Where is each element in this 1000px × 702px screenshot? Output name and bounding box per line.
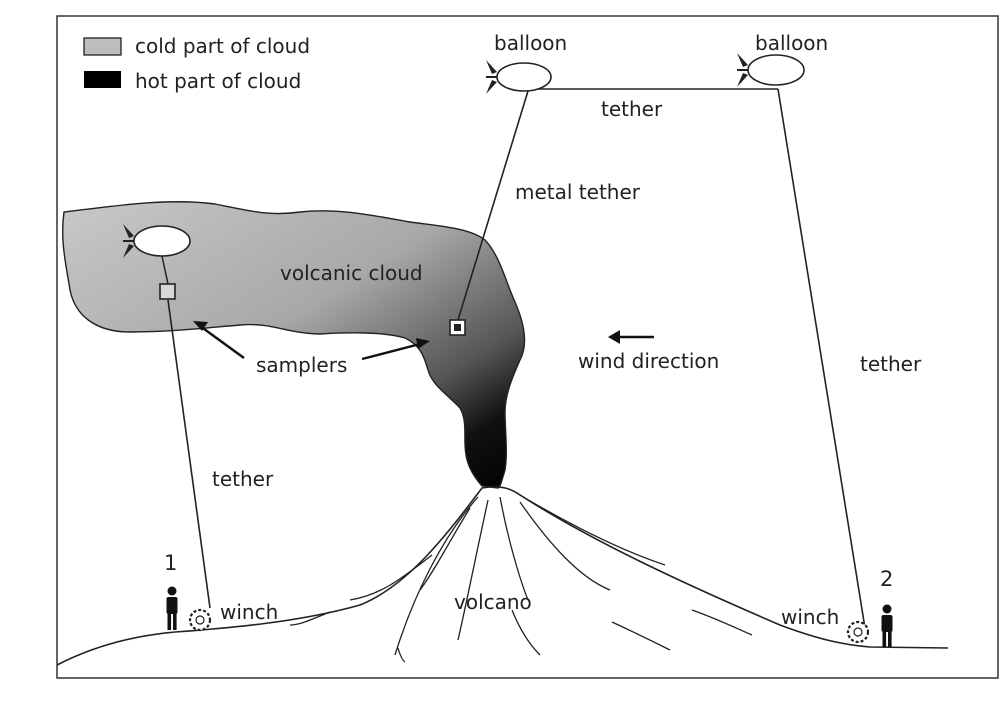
winch-left-label: winch <box>220 600 278 624</box>
balloon-center <box>486 60 552 94</box>
volcano-flank-strokes <box>289 491 753 663</box>
samplers-label: samplers <box>256 353 347 377</box>
diagram-frame <box>56 15 999 679</box>
person-1-icon <box>166 586 178 630</box>
legend: cold part of cloud hot part of cloud <box>83 34 310 93</box>
balloon-right <box>737 53 805 87</box>
person-2-icon <box>881 604 893 647</box>
winch-right <box>846 620 870 644</box>
balloon-center-label: balloon <box>494 31 567 55</box>
metal-tether-label: metal tether <box>515 180 641 204</box>
volcanic-cloud-shape <box>61 201 526 489</box>
person-2-number: 2 <box>880 567 893 591</box>
samplers-arrow-right <box>361 338 430 361</box>
balloon-left <box>123 224 191 285</box>
winch-right-label: winch <box>781 605 839 629</box>
ground-line <box>56 486 949 666</box>
legend-hot-label: hot part of cloud <box>135 69 301 93</box>
balloon-right-label: balloon <box>755 31 828 55</box>
right-tether-label: tether <box>860 352 922 376</box>
top-tether-label: tether <box>601 97 663 121</box>
wind-direction-label: wind direction <box>578 349 719 373</box>
wind-direction-arrow <box>608 330 654 344</box>
legend-cold-swatch <box>83 37 122 56</box>
legend-cold-label: cold part of cloud <box>135 34 310 58</box>
metal-tether-line <box>457 90 529 321</box>
person-1-number: 1 <box>164 551 177 575</box>
left-tether-label: tether <box>212 467 274 491</box>
samplers-arrow-left <box>193 321 245 359</box>
winch-left <box>188 608 212 632</box>
right-tether-line <box>777 88 866 629</box>
left-tether-line <box>167 299 211 609</box>
sampler-left <box>159 283 176 300</box>
volcanic-cloud-label: volcanic cloud <box>280 261 423 285</box>
legend-hot-swatch <box>84 71 121 88</box>
volcano-label: volcano <box>454 590 532 614</box>
